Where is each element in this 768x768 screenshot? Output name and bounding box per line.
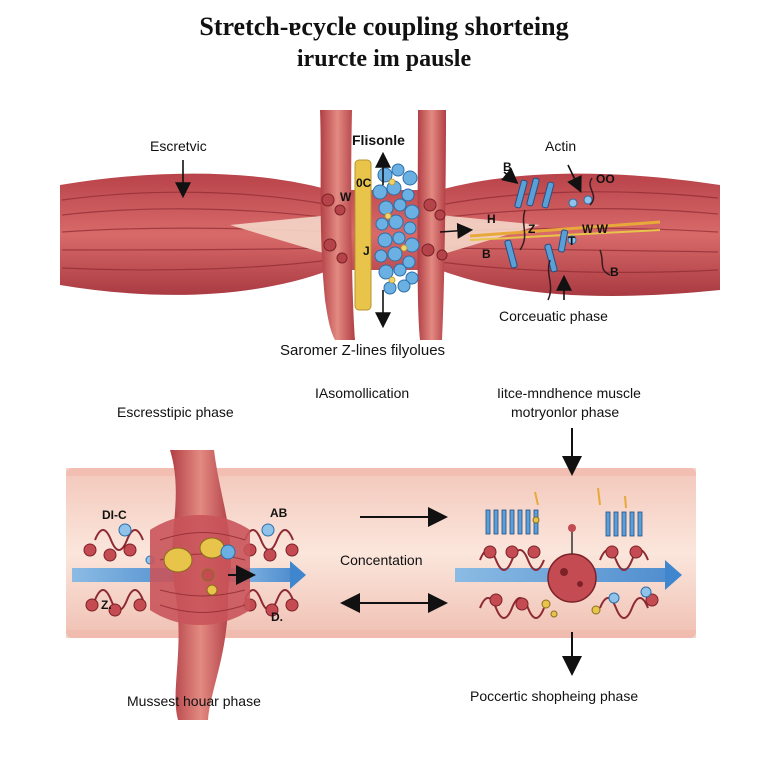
label-b-top: B xyxy=(503,160,512,174)
label-t: T xyxy=(568,234,576,248)
label-dic: DI-C xyxy=(102,508,127,522)
label-oo: OO xyxy=(596,172,615,186)
label-h: H xyxy=(487,212,496,226)
label-b-mid: B xyxy=(482,247,491,261)
label-oc: 0C xyxy=(356,176,372,190)
label-iasomollication: IAsomollication xyxy=(315,385,410,401)
label-z-top: Z xyxy=(528,222,536,236)
label-litce-line2: motryonlor phase xyxy=(511,404,620,420)
label-d-bottom: D. xyxy=(271,610,283,624)
diagram-title: Stretch-ɐcycle coupling shorteing xyxy=(199,12,569,41)
label-mussest-houar-phase: Mussest houar phase xyxy=(127,693,261,709)
label-w-left: W xyxy=(340,190,352,204)
top-muscle-bundle xyxy=(60,110,720,340)
top-arrows xyxy=(175,151,582,329)
label-concentation: Concentation xyxy=(340,552,423,568)
bottom-band xyxy=(66,450,696,720)
label-escretvic: Escretvic xyxy=(150,138,207,154)
label-z-bottom: Z. xyxy=(101,598,112,612)
label-litce-line1: Iitce-mndhence muscle xyxy=(497,385,641,401)
label-actin: Actin xyxy=(545,138,577,154)
label-coreuatic-phase: Corceuatic phase xyxy=(499,308,608,324)
label-escrestipic-phase: Escresstipic phase xyxy=(117,404,234,420)
label-wy: W W xyxy=(582,222,608,236)
label-saromer-z-lines: Saromer Z-lines filyolues xyxy=(280,342,446,359)
bottom-arrows xyxy=(228,428,582,676)
diagram-subtitle: irurcte im pausle xyxy=(296,46,472,72)
label-flisonle: Flisonle xyxy=(352,132,405,148)
label-b-right: B xyxy=(610,265,619,279)
label-poccertic-phase: Poccertic shopheing phase xyxy=(470,688,639,704)
label-j: J xyxy=(363,244,370,258)
label-ab: AB xyxy=(270,506,288,520)
